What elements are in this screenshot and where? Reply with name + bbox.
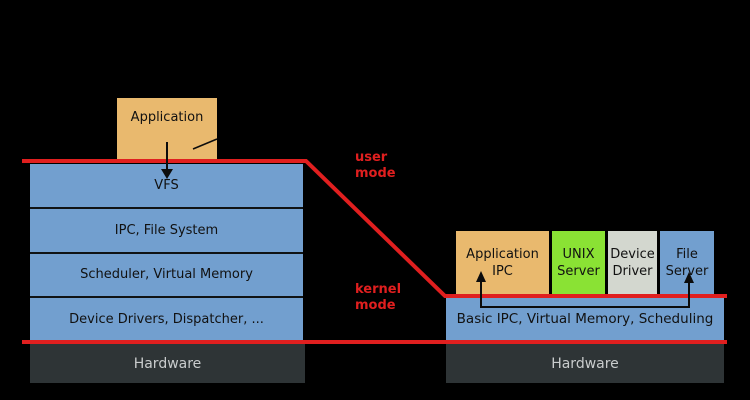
kernel-mode-line1: kernel — [355, 282, 402, 297]
hardware-label-microkernel: Hardware — [551, 355, 619, 372]
application-box: Application — [117, 98, 217, 162]
server-label-line: IPC — [492, 264, 513, 279]
layer-vfs: VFS — [154, 177, 179, 193]
application-label: Application — [130, 110, 204, 125]
kernel-mode-label: kernel mode — [355, 282, 401, 314]
hardware-box-monolithic: Hardware — [30, 344, 305, 383]
hardware-box-microkernel: Hardware — [446, 344, 724, 383]
server-file-server: File Server — [660, 231, 714, 295]
monolithic-kernel-stack: VFS IPC, File System Scheduler, Virtual … — [30, 164, 303, 341]
layer-device-drivers: Device Drivers, Dispatcher, ... — [30, 296, 303, 341]
microkernel-label: Basic IPC, Virtual Memory, Scheduling — [456, 311, 714, 327]
server-unix: UNIX Server — [552, 231, 605, 295]
microkernel-servers-row: Application IPC UNIX Server Device Drive… — [456, 231, 714, 295]
user-mode-label: user mode — [355, 150, 396, 182]
server-label-line: Application — [466, 247, 539, 262]
hardware-label-monolithic: Hardware — [133, 355, 202, 372]
server-label-line: Device — [610, 247, 655, 262]
server-label-line: Driver — [612, 264, 653, 279]
server-label-line: Server — [557, 264, 600, 279]
server-label-line: File — [676, 247, 698, 262]
kernel-mode-line2: mode — [355, 298, 396, 313]
server-application-ipc: Application IPC — [456, 231, 549, 295]
server-label-line: UNIX — [562, 247, 595, 262]
user-mode-line2: mode — [355, 166, 396, 181]
microkernel-box: Basic IPC, Virtual Memory, Scheduling — [446, 298, 724, 340]
server-device-driver: Device Driver — [608, 231, 657, 295]
layer-ipc-filesystem: IPC, File System — [30, 206, 303, 252]
server-label-line: Server — [665, 264, 709, 279]
user-mode-line1: user — [355, 150, 388, 165]
layer-scheduler-vm: Scheduler, Virtual Memory — [30, 251, 303, 297]
